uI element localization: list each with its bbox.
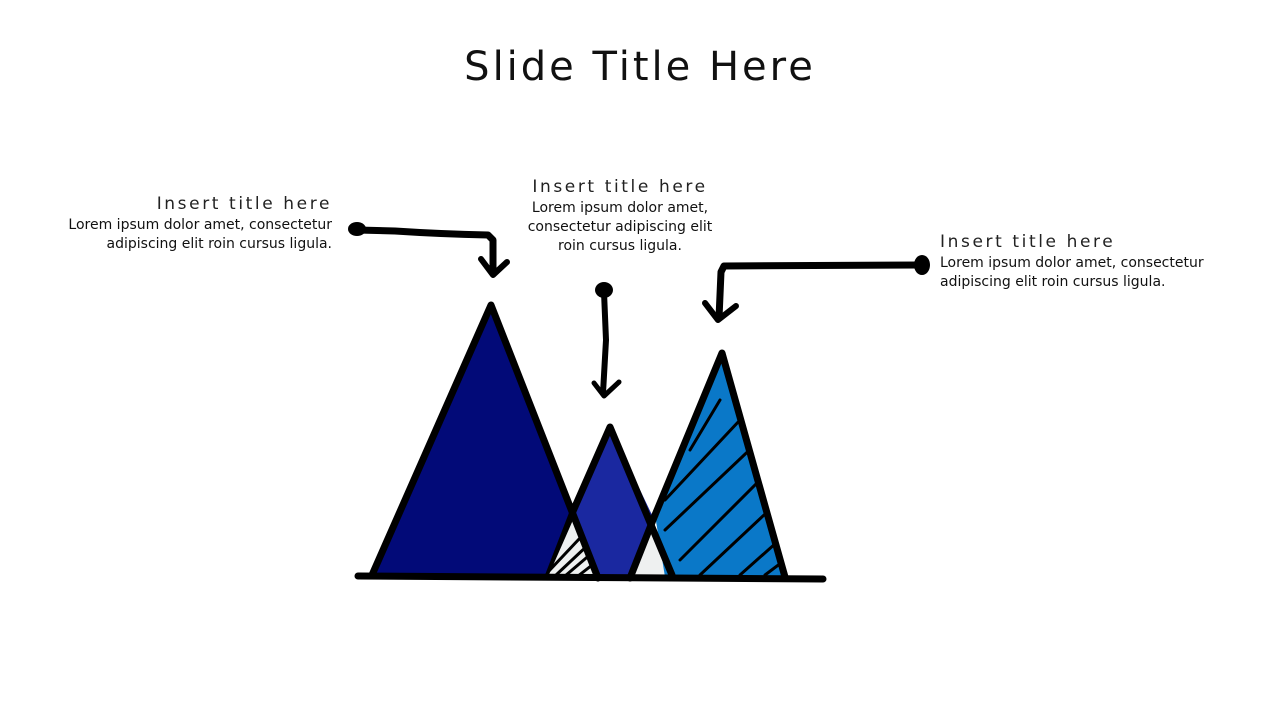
mountain-left (368, 301, 602, 582)
callout-right: Insert title here Lorem ipsum dolor amet… (940, 232, 1230, 292)
mountain-right (651, 349, 789, 581)
arrow-right-connector (702, 255, 930, 323)
callout-left: Insert title here Lorem ipsum dolor amet… (40, 194, 332, 254)
callout-left-body: Lorem ipsum dolor amet, consectetur adip… (68, 217, 332, 252)
ground-line (354, 572, 827, 583)
callout-middle: Insert title here Lorem ipsum dolor amet… (515, 177, 725, 256)
arrow-middle-connector (591, 282, 622, 399)
callout-middle-title: Insert title here (532, 177, 708, 197)
callout-middle-body: Lorem ipsum dolor amet, consectetur adip… (527, 200, 713, 254)
callout-right-body: Lorem ipsum dolor amet, consectetur adip… (940, 255, 1204, 290)
callout-right-title: Insert title here (940, 232, 1116, 252)
callout-left-title: Insert title here (156, 194, 332, 214)
arrow-left-connector (348, 222, 510, 278)
slide-title: Slide Title Here (464, 44, 816, 90)
